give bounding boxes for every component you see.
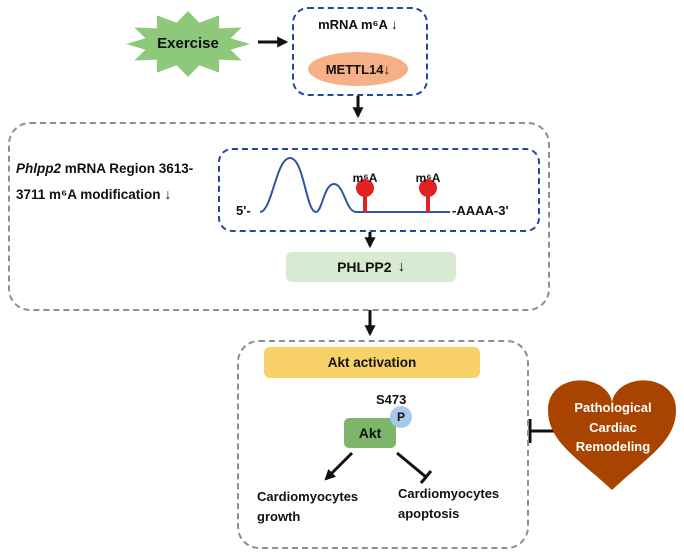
down-arrow-icon: ↓ [383,61,391,77]
cardiomyocytes-apoptosis-label: Cardiomyocytes apoptosis [398,484,518,524]
mrna-m6a-text: mRNA m⁶A [318,17,388,32]
heart-line1: Pathological [574,400,652,415]
phospho-p-circle: P [390,406,412,428]
growth-line1: Cardiomyocytes [257,489,359,504]
phlpp2-section-dashed-box [8,122,550,311]
five-prime-label: 5'- [236,203,251,218]
phlpp2-gene-italic: Phlpp2 [16,161,62,176]
phlpp2-region-line2: 3711 m⁶A modification [16,186,165,202]
phospho-p-label: P [396,410,405,424]
m6a-site-label-2: m⁶A [415,171,441,185]
down-arrow-icon: ↓ [391,17,398,32]
akt-section-dashed-box [237,340,529,549]
phlpp2-region-line1: mRNA Region 3613- [61,161,194,176]
mrna-m6a-label: mRNA m⁶A ↓ [292,16,424,34]
m6a-site-label-1: m⁶A [352,171,378,185]
growth-line2: growth [257,509,301,525]
apoptosis-line2: apoptosis [398,506,460,522]
mettl14-label: METTL14 [325,61,384,77]
akt-activation-box: Akt activation [264,347,480,378]
cardiomyocytes-growth-label: Cardiomyocytes growth [257,487,377,527]
phlpp2-box: PHLPP2 ↓ [286,252,456,282]
phlpp2-label: PHLPP2 [337,259,392,275]
akt-activation-label: Akt activation [327,355,417,370]
phlpp2-region-label: Phlpp2 mRNA Region 3613- 3711 m⁶A modifi… [16,156,216,209]
apoptosis-line1: Cardiomyocytes [398,486,500,501]
s473-label: S473 [376,392,407,407]
heart-label: Pathological Cardiac Remodeling [558,398,668,457]
akt-label: Akt [358,425,382,441]
down-arrow-icon: ↓ [164,186,172,203]
mrna-dashed-box [218,148,540,232]
exercise-label: Exercise [157,35,219,52]
heart-line3: Remodeling [575,439,651,454]
mettl14-dashed-box [292,7,428,96]
down-arrow-icon: ↓ [397,259,405,275]
akt-box: Akt [344,418,396,448]
heart-line2: Cardiac [589,419,637,435]
three-prime-label: -AAAA-3' [452,203,509,218]
mettl14-ellipse: METTL14 ↓ [308,52,408,86]
